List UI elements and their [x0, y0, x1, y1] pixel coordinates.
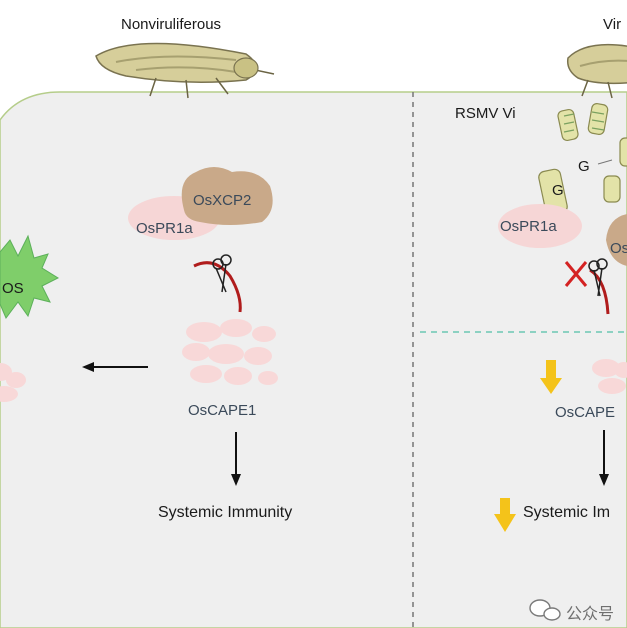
ospr1a-blob: [498, 204, 582, 248]
down-arrow-icon: [494, 498, 516, 532]
osxcp2-shape: [181, 167, 273, 225]
scissors-icon: [193, 254, 242, 313]
ospr1a-label: OsPR1a: [136, 220, 193, 237]
systemic-immunity-label: Systemic Immunity: [158, 504, 293, 521]
ospr1a-label: OsPR1a: [500, 218, 557, 235]
wechat-icon: [529, 599, 561, 621]
red-x-icon: [564, 261, 588, 287]
down-arrow-icon: [540, 360, 562, 394]
systemic-immunity-label: Systemic Im: [523, 504, 611, 521]
oscape1-label: OsCAPE: [555, 404, 616, 421]
oscape1-cloud: [592, 359, 627, 394]
osxcp2-label: OsXCP2: [193, 192, 252, 209]
right-panel-title: Vir: [603, 16, 622, 33]
cloud-partial: [0, 363, 26, 402]
cell-compartment: [0, 91, 627, 628]
oscape1-label: OsCAPE1: [188, 402, 257, 419]
ros-burst-icon: [0, 234, 60, 319]
virus-label: RSMV Vi: [455, 105, 516, 122]
virion-particle: [538, 103, 627, 216]
leafhopper-icon: [566, 43, 627, 99]
arrow-to-left: [82, 362, 148, 372]
left-panel-title: Nonviruliferous: [121, 16, 222, 33]
osxcp2-label: Os: [610, 240, 627, 257]
watermark-text: 公众号: [566, 606, 615, 623]
oscape1-cloud: [182, 319, 278, 385]
g-protein-label: G: [578, 158, 590, 175]
g-connector: [597, 159, 613, 165]
leafhopper-icon: [95, 42, 275, 99]
virion-stripes: [563, 111, 605, 133]
osxcp2-shape: [606, 214, 627, 266]
arrow-down: [599, 430, 609, 486]
arrow-down: [231, 432, 241, 486]
scissors-icon: [588, 258, 610, 315]
ros-label: OS: [2, 280, 24, 297]
g-protein-label: G: [552, 182, 564, 199]
